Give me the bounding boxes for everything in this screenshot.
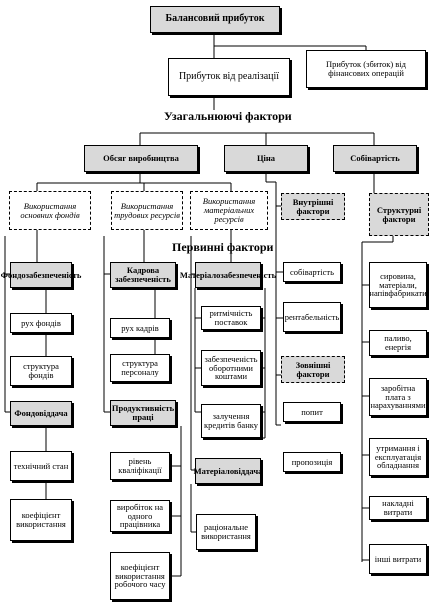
internal-factors-label: Внутрішні фактори [292,196,334,216]
fund-return-label: Фондовіддача [14,408,68,419]
profitability-box: рентабельність [283,302,341,332]
output-per-worker-box: виробіток на одного працівника [110,500,170,532]
fund-supply-label: Фондозабезпеченість [0,269,82,280]
wages-label: заробітна плата з нарахуваннями [370,382,426,411]
rhythm-box: ритмічність поставок [201,306,261,330]
sales-profit-box: Прибуток від реалізації [168,58,290,96]
staff-structure-label: структура персоналу [121,358,159,377]
balance-profit-box: Балансовий прибуток [150,6,280,33]
rational-use-label: раціональне використання [201,522,251,541]
financial-profit-box: Прибуток (збиток) від фінансових операці… [306,50,426,88]
price-box: Ціна [224,145,308,172]
external-factors-label: Зовнішні фактори [295,359,331,379]
volume-label: Обсяг виробництва [103,153,179,164]
materials-usage-label: Використання матеріальних ресурсів [202,196,256,224]
cost-sub-box: собівартість [283,262,341,282]
fuel-box: паливо, енергія [369,330,427,356]
fund-movement-box: рух фондів [10,313,72,333]
labor-usage-box: Використання трудових ресурсів [111,191,183,230]
staffing-box: Кадрова забезпеченість [110,262,176,288]
working-capital-box: забезпеченість оборотними коштами [201,350,261,386]
demand-box: попит [283,402,341,422]
raw-materials-label: сировина, матеріали, напівфабрикати [369,270,427,299]
rational-use-box: раціональне використання [196,514,256,550]
other-expenses-label: інші витрати [374,553,422,564]
balance-profit-label: Балансовий прибуток [165,13,265,25]
staff-movement-label: рух кадрів [121,322,159,333]
fund-movement-label: рух фондів [21,317,61,328]
work-time-coef-box: коефіцієнт використання робочого часу [110,552,170,600]
overhead-box: накладні витрати [369,496,427,520]
supply-label: пропозиція [291,456,333,467]
rhythm-label: ритмічність поставок [209,308,253,327]
material-return-label: Матеріаловіддача [193,465,263,476]
cost-label: Собівартість [350,153,400,164]
fund-return-box: Фондовіддача [10,401,72,426]
bank-credit-box: залучення кредитів банку [201,404,261,438]
general-factors-heading: Узагальнюючі фактори [164,109,292,123]
qualification-label: рівень кваліфікації [118,456,162,475]
staff-movement-box: рух кадрів [110,318,170,338]
material-supply-label: Матеріалозабезпеченість [179,269,277,280]
other-expenses-box: інші витрати [369,544,427,574]
internal-factors-box: Внутрішні фактори [281,193,345,220]
staff-structure-box: структура персоналу [110,354,170,382]
sales-profit-label: Прибуток від реалізації [178,70,280,82]
financial-profit-label: Прибуток (збиток) від фінансових операці… [326,59,406,78]
materials-usage-box: Використання матеріальних ресурсів [190,191,268,230]
material-supply-box: Матеріалозабезпеченість [180,262,276,288]
usage-coef-label: коефіцієнт використання [16,510,66,529]
raw-materials-box: сировина, матеріали, напівфабрикати [369,262,427,308]
demand-label: попит [301,406,323,417]
tech-state-box: технічний стан [10,451,72,481]
structural-factors-box: Структурні фактори [369,193,429,236]
qualification-box: рівень кваліфікації [110,452,170,480]
cost-sub-label: собівартість [290,266,334,277]
external-factors-box: Зовнішні фактори [281,356,345,383]
fund-structure-box: структура фондів [10,356,72,386]
output-per-worker-label: виробіток на одного працівника [116,501,164,530]
productivity-label: Продуктивність праці [111,403,175,422]
wages-box: заробітна плата з нарахуваннями [369,378,427,416]
material-return-box: Матеріаловіддача [193,458,263,484]
equipment-label: утримання і експлуатація обладнання [374,442,422,471]
productivity-box: Продуктивність праці [110,400,176,426]
usage-coef-box: коефіцієнт використання [10,499,72,541]
bank-credit-label: залучення кредитів банку [203,411,259,430]
fund-structure-label: структура фондів [23,361,59,380]
work-time-coef-label: коефіцієнт використання робочого часу [114,561,166,590]
cost-box: Собівартість [333,145,417,172]
fixed-assets-usage-box: Використання основних фондів [9,191,91,230]
price-label: Ціна [256,153,276,164]
primary-factors-heading: Первинні фактори [172,240,274,254]
profitability-label: рентабельність [284,311,340,322]
structural-factors-label: Структурні фактори [376,204,422,224]
fund-supply-box: Фондозабезпеченість [1,262,81,288]
supply-box: пропозиція [283,452,341,472]
tech-state-label: технічний стан [13,460,69,471]
fixed-assets-usage-label: Використання основних фондів [20,200,80,220]
fuel-label: паливо, енергія [384,333,412,352]
staffing-label: Кадрова забезпеченість [115,265,171,284]
overhead-label: накладні витрати [382,498,414,517]
equipment-box: утримання і експлуатація обладнання [369,438,427,476]
labor-usage-label: Використання трудових ресурсів [114,200,180,220]
working-capital-label: забезпеченість оборотними коштами [204,353,258,382]
volume-box: Обсяг виробництва [84,145,198,172]
